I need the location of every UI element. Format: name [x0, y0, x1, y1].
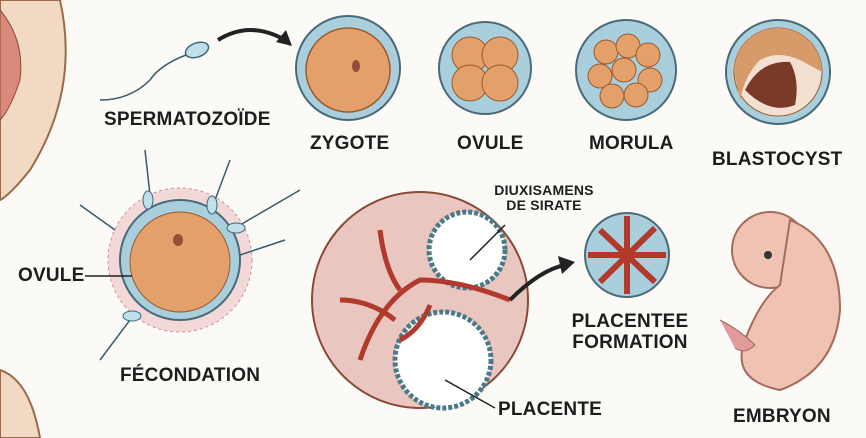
label-blastocyst: BLASTOCYST [712, 149, 843, 170]
placenta-drawing [311, 191, 529, 411]
label-placente: PLACENTE [498, 399, 602, 420]
morula-drawing [575, 19, 677, 121]
ovule-4cell-drawing [438, 21, 532, 115]
label-embryon: EMBRYON [733, 406, 831, 427]
label-fecondation: FÉCONDATION [120, 365, 261, 386]
fertilization-drawing [79, 149, 301, 361]
label-ovule-left: OVULE [18, 265, 85, 286]
label-ovule-top: OVULE [457, 133, 524, 154]
label-formation: FORMATION [572, 331, 688, 353]
uterus-edge-drawing [0, 0, 67, 438]
embryo-drawing [719, 211, 842, 392]
label-diuxisamens-line2: DE SIRATE [506, 197, 582, 214]
label-placentee: PLACENTEE [571, 311, 689, 332]
label-diuxisamens-line1: DIUXISAMENS [494, 182, 594, 198]
label-diuxisamens: DIUXISAMENS DE SIRATE [492, 182, 596, 214]
sperm-drawing [99, 41, 210, 101]
label-zygote: ZYGOTE [310, 133, 390, 154]
label-placentee-formation: PLACENTEE FORMATION [565, 311, 695, 354]
blastocyst-drawing [725, 19, 831, 125]
placenta-detail-drawing [584, 212, 670, 298]
arrow-icon [216, 28, 286, 42]
label-morula: MORULA [589, 133, 674, 154]
zygote-drawing [295, 15, 401, 121]
label-spermatozoide: SPERMATOZOÏDE [104, 109, 271, 130]
